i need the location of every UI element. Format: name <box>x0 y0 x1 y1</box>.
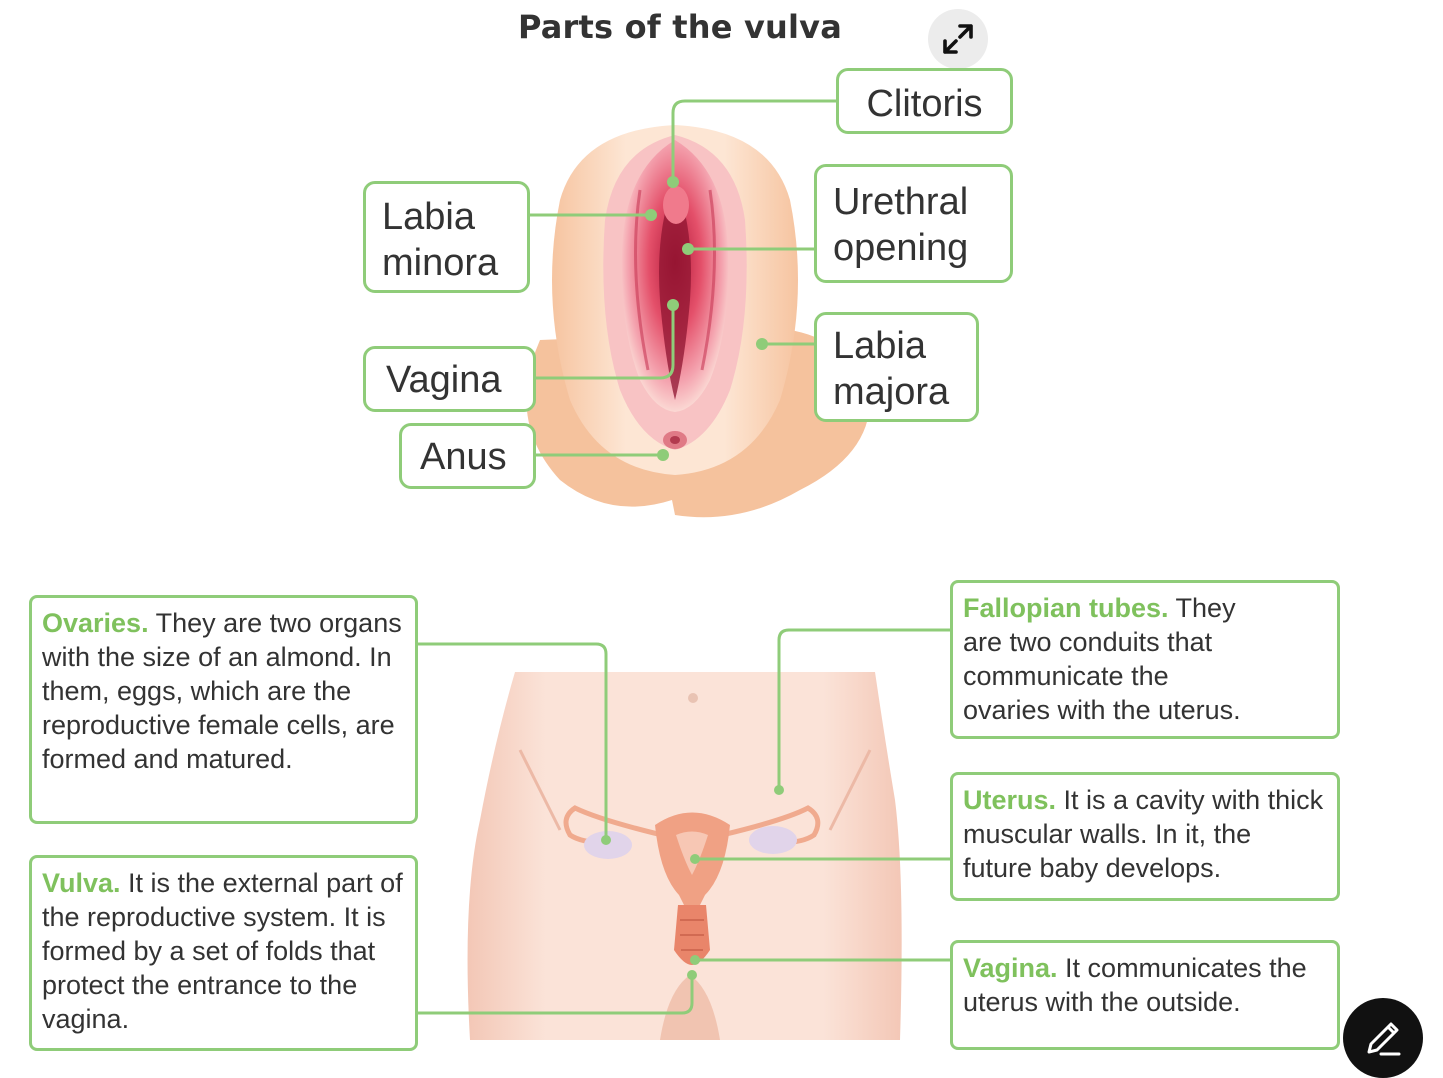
label-anus: Anus <box>399 423 536 489</box>
card-fallopian-tubes-text: They are two conduits that communicate t… <box>963 593 1241 725</box>
pencil-icon <box>1367 1022 1401 1056</box>
card-uterus: Uterus. It is a cavity with thick muscul… <box>950 772 1340 901</box>
card-ovaries-term: Ovaries. <box>42 608 149 638</box>
card-ovaries-text: They are two organs with the size of an … <box>42 608 402 774</box>
label-labia-minora: Labia minora <box>363 181 530 293</box>
card-uterus-term: Uterus. <box>963 785 1057 815</box>
edit-button[interactable] <box>1343 998 1423 1078</box>
page-title: Parts of the vulva <box>517 8 843 46</box>
card-uterus-text: It is a cavity with thick muscular walls… <box>963 785 1324 883</box>
card-vulva-term: Vulva. <box>42 868 121 898</box>
expand-vulva-diagram-button[interactable] <box>928 9 988 69</box>
card-fallopian-tubes: Fallopian tubes. They are two conduits t… <box>950 580 1340 739</box>
vulva-leader-lines <box>528 99 838 457</box>
card-vagina: Vagina. It communicates the uterus with … <box>950 940 1340 1050</box>
card-fallopian-tubes-term: Fallopian tubes. <box>963 593 1169 623</box>
card-ovaries: Ovaries. They are two organs with the si… <box>29 595 418 824</box>
reproductive-leader-dots <box>601 785 784 980</box>
label-labia-majora: Labia majora <box>814 312 979 422</box>
card-vulva: Vulva. It is the external part of the re… <box>29 855 418 1051</box>
reproductive-leader-lines <box>416 628 952 1015</box>
label-urethral-opening: Urethral opening <box>814 164 1013 283</box>
card-vagina-term: Vagina. <box>963 953 1058 983</box>
vulva-leader-dots <box>645 176 768 461</box>
card-vulva-text: It is the external part of the reproduct… <box>42 868 403 1034</box>
label-clitoris: Clitoris <box>836 68 1013 134</box>
expand-icon <box>943 24 973 54</box>
card-vagina-text: It communicates the uterus with the outs… <box>963 953 1307 1017</box>
reproductive-system-illustration <box>467 672 902 1040</box>
label-vagina: Vagina <box>363 346 536 412</box>
